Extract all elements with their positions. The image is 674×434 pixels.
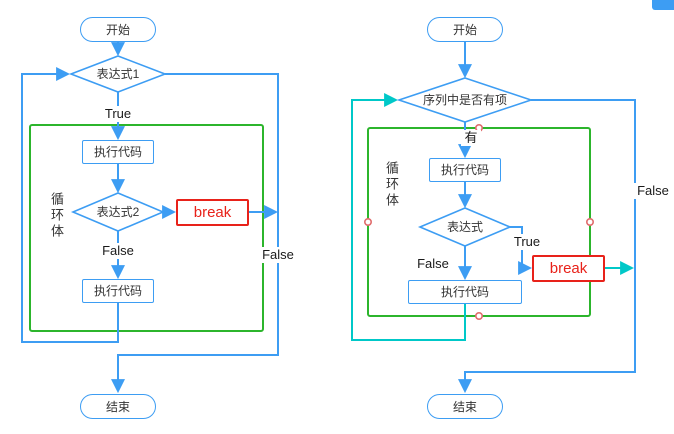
right-end-node[interactable]: 结束 bbox=[427, 394, 503, 419]
left-process2-node[interactable]: 执行代码 bbox=[82, 279, 154, 303]
right-true-label[interactable]: True bbox=[506, 234, 548, 250]
left-loopback-connector[interactable] bbox=[21, 67, 119, 343]
left-outer-false-label[interactable]: False bbox=[254, 247, 302, 263]
right-yes-label[interactable]: 有 bbox=[461, 130, 481, 146]
right-condition1-diamond[interactable] bbox=[396, 77, 534, 123]
left-loop-body-label[interactable]: 循环体 bbox=[49, 192, 64, 240]
right-loopback-connector[interactable] bbox=[351, 93, 466, 341]
right-loop-box-handle-bottom[interactable] bbox=[474, 311, 483, 320]
right-condition2-diamond[interactable] bbox=[417, 207, 513, 247]
right-process1-node[interactable]: 执行代码 bbox=[429, 158, 501, 182]
right-outer-false-label[interactable]: False bbox=[632, 183, 674, 199]
right-inner-false-label[interactable]: False bbox=[409, 256, 457, 272]
corner-ui-fragment bbox=[652, 0, 674, 10]
left-end-node[interactable]: 结束 bbox=[80, 394, 156, 419]
right-flowchart-connectors bbox=[458, 42, 636, 394]
left-break-node[interactable]: break bbox=[176, 199, 249, 226]
left-flowchart-connectors bbox=[21, 42, 279, 394]
right-start-node[interactable]: 开始 bbox=[427, 17, 503, 42]
right-loop-box-handle-right[interactable] bbox=[585, 218, 594, 227]
left-condition2-diamond[interactable] bbox=[70, 192, 166, 232]
right-loop-body-label[interactable]: 循环体 bbox=[384, 161, 399, 209]
left-loop-body-box[interactable] bbox=[29, 124, 264, 332]
left-start-node[interactable]: 开始 bbox=[80, 17, 156, 42]
right-loop-box-handles bbox=[363, 124, 594, 320]
left-process1-node[interactable]: 执行代码 bbox=[82, 140, 154, 164]
right-cond1-false-connector[interactable] bbox=[458, 99, 636, 394]
right-loop-box-handle-left[interactable] bbox=[363, 218, 372, 227]
left-true-label[interactable]: True bbox=[96, 106, 140, 122]
left-inner-false-label[interactable]: False bbox=[94, 243, 142, 259]
left-cond1-false-connector[interactable] bbox=[111, 73, 279, 394]
left-condition1-diamond[interactable] bbox=[68, 55, 168, 93]
right-break-node[interactable]: break bbox=[532, 255, 605, 282]
right-process2-node[interactable]: 执行代码 bbox=[408, 280, 522, 304]
right-cyan-connectors bbox=[351, 93, 635, 341]
